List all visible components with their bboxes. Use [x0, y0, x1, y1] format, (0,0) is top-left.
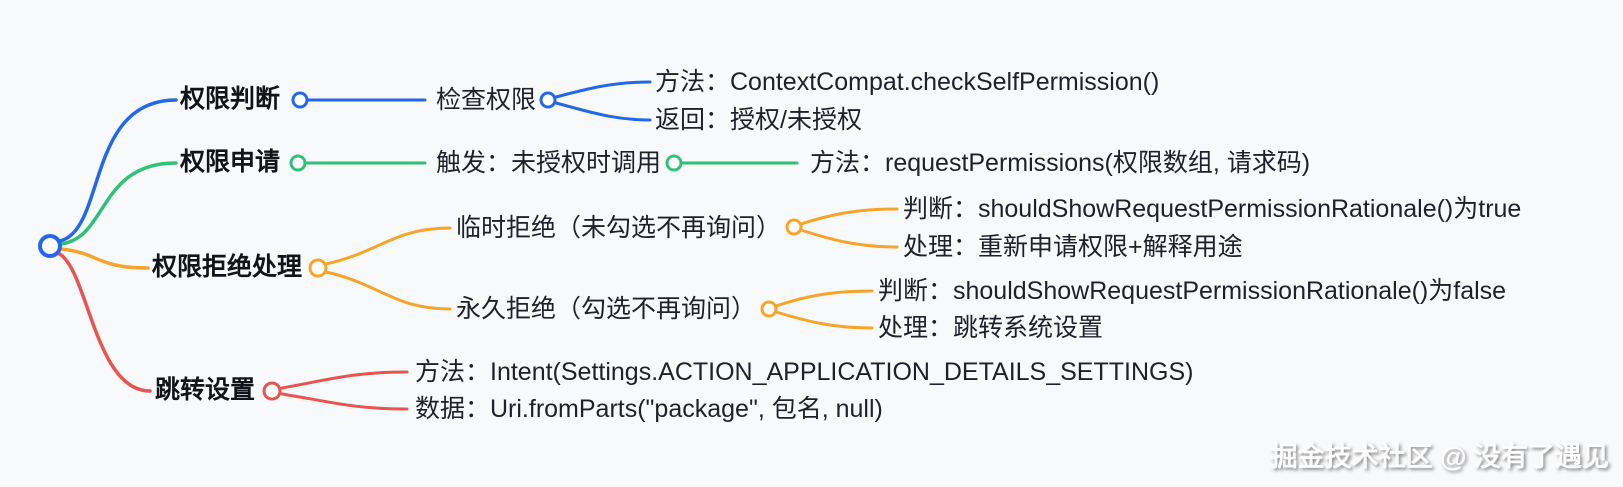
toggle-circle-branch1-child[interactable]: [539, 91, 557, 109]
watermark: 掘金技术社区 @ 没有了遇见: [1270, 442, 1609, 472]
node-temp-deny-action[interactable]: 处理：重新申请权限+解释用途: [903, 233, 1243, 261]
node-permission-check-title[interactable]: 权限判断: [180, 85, 281, 113]
toggle-circle-branch3-child1[interactable]: [785, 218, 803, 236]
node-temp-deny-judge[interactable]: 判断：shouldShowRequestPermissionRationale(…: [903, 195, 1522, 223]
node-perm-deny-judge[interactable]: 判断：shouldShowRequestPermissionRationale(…: [878, 277, 1507, 305]
connector-branch3-child1: [324, 226, 452, 266]
node-check-method[interactable]: 方法：ContextCompat.checkSelfPermission(): [655, 68, 1160, 96]
node-permission-request-title[interactable]: 权限申请: [180, 148, 281, 176]
node-temp-deny[interactable]: 临时拒绝（未勾选不再询问）: [456, 214, 782, 242]
connector-branch3-c1-leaf1: [799, 207, 899, 226]
connector-branch3-child2: [324, 270, 452, 311]
root-node[interactable]: [38, 234, 62, 258]
toggle-circle-branch1[interactable]: [291, 91, 309, 109]
connector-root-to-branch1: [58, 98, 178, 243]
connector-branch3-c1-leaf2: [799, 228, 899, 249]
node-settings-intent[interactable]: 方法：Intent(Settings.ACTION_APPLICATION_DE…: [415, 358, 1194, 386]
node-check-return[interactable]: 返回：授权/未授权: [655, 106, 862, 134]
connector-branch4-leaf2: [280, 392, 409, 411]
connector-branch4-leaf1: [280, 370, 409, 390]
toggle-circle-branch2[interactable]: [289, 154, 307, 172]
node-request-trigger[interactable]: 触发：未授权时调用: [436, 149, 662, 177]
connector-branch3-c2-leaf1: [774, 289, 874, 308]
toggle-circle-branch3-child2[interactable]: [760, 300, 778, 318]
connector-branch1-leaf1: [554, 80, 652, 99]
node-goto-settings-title[interactable]: 跳转设置: [155, 376, 256, 404]
toggle-circle-branch4[interactable]: [262, 381, 282, 401]
node-request-method[interactable]: 方法：requestPermissions(权限数组, 请求码): [810, 149, 1311, 177]
connector-branch1-leaf2: [554, 101, 652, 122]
node-perm-deny[interactable]: 永久拒绝（勾选不再询问）: [456, 295, 757, 323]
toggle-circle-branch3[interactable]: [308, 258, 328, 278]
connector-root-to-branch2: [59, 161, 178, 246]
node-deny-handling-title[interactable]: 权限拒绝处理: [152, 253, 303, 281]
connector-root-to-branch3: [59, 247, 150, 270]
toggle-circle-branch2-child[interactable]: [665, 154, 683, 172]
node-perm-deny-action[interactable]: 处理：跳转系统设置: [878, 314, 1104, 342]
node-check-permission[interactable]: 检查权限: [436, 86, 537, 114]
connector-branch3-c2-leaf2: [774, 310, 874, 330]
connector-root-to-branch4: [56, 251, 152, 393]
node-settings-uri[interactable]: 数据：Uri.fromParts("package", 包名, null): [415, 395, 883, 423]
